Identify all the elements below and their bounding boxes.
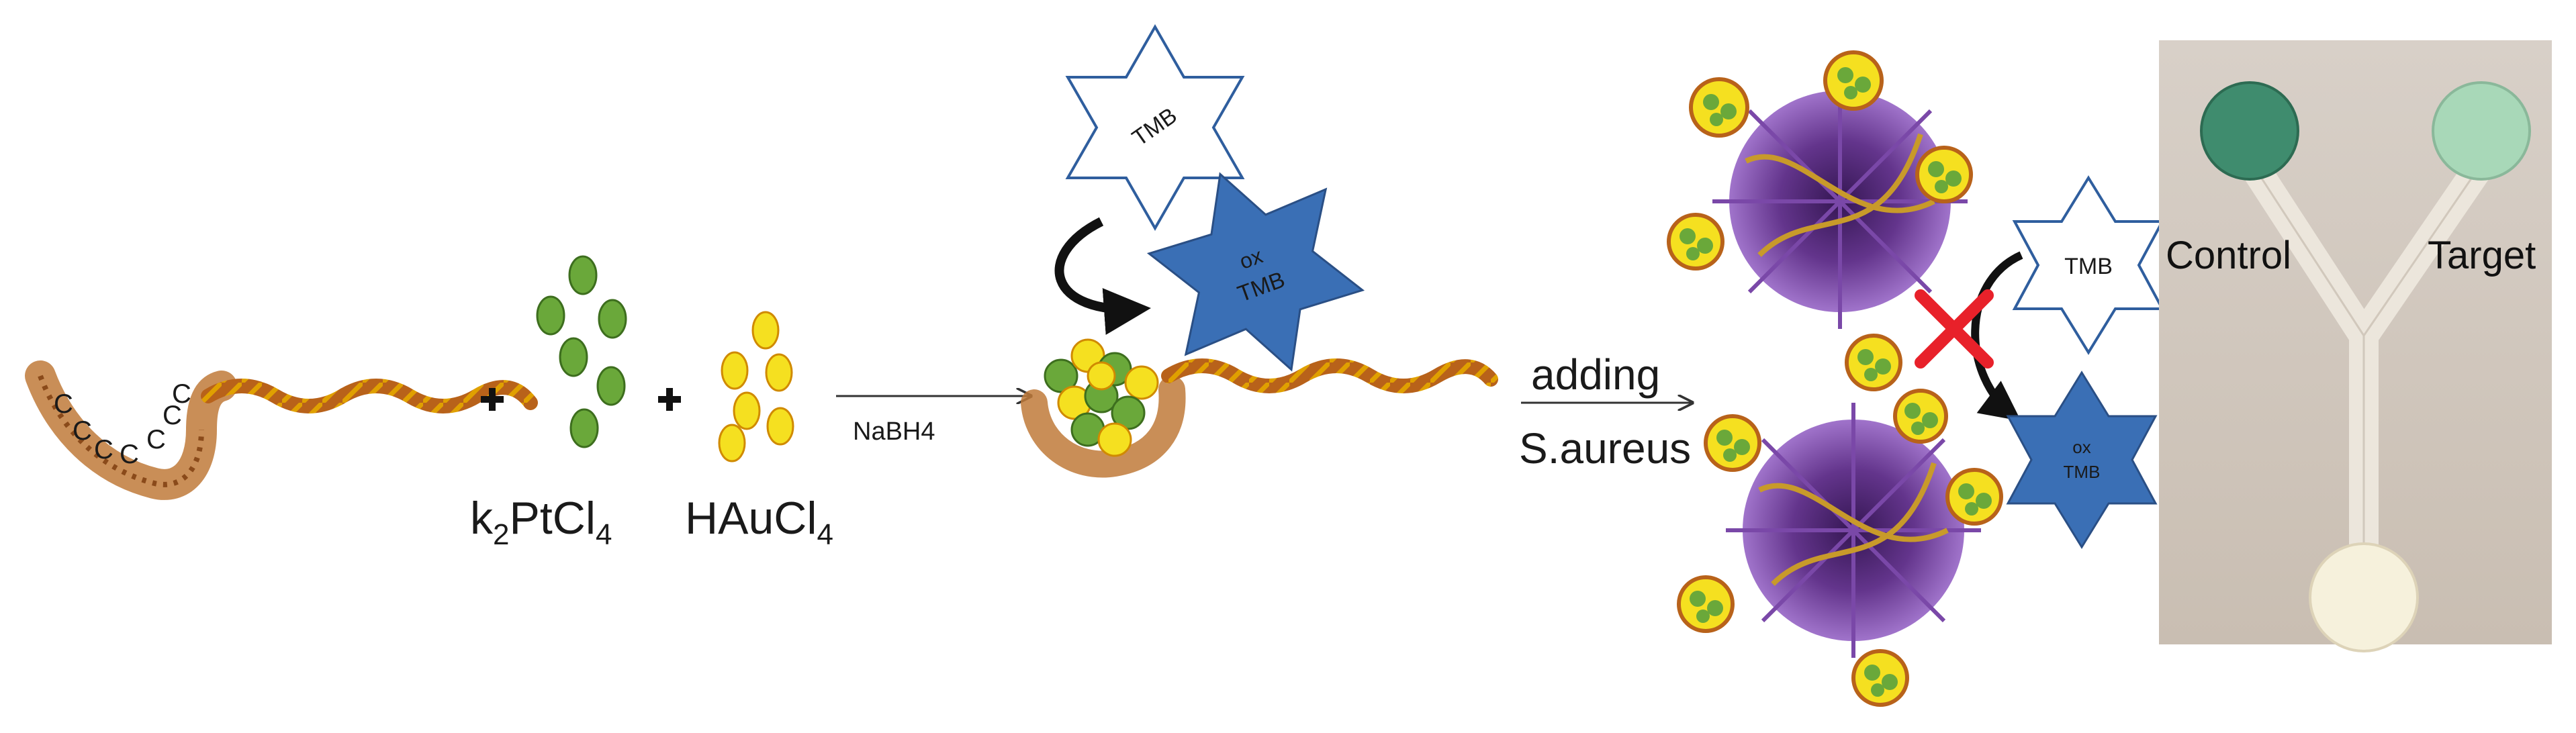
plus-icon (481, 388, 504, 411)
base-c-3: C (94, 435, 113, 465)
inhibition-cross-icon (1915, 289, 1994, 369)
saureus-label: S.aureus (1519, 424, 1691, 473)
tmb-label-right: TMB (2064, 254, 2113, 279)
oxtmb-right-tmb: TMB (2064, 462, 2101, 482)
sample-pad (2309, 542, 2419, 652)
base-c-2: C (73, 416, 92, 446)
reduction-label: NaBH4 (853, 418, 935, 446)
pt-precursor-particles (536, 255, 627, 448)
inhibited-arrow (1971, 251, 2023, 422)
control-spot (2200, 81, 2299, 181)
oxtmb-product-star: ox TMB (1146, 172, 1365, 372)
add-bacteria-arrow: adding S.aureus (1519, 350, 1692, 473)
base-c-4: C (120, 440, 139, 469)
base-c-6: C (163, 401, 182, 430)
pt-reagent-label: k2PtCl4 (470, 493, 612, 551)
tmb-substrate-star-right: TMB (2012, 175, 2165, 355)
plus-icon (658, 388, 681, 411)
target-label: Target (2428, 234, 2536, 277)
base-c-7: C (172, 379, 191, 409)
bacteria-top (1712, 74, 1968, 329)
bound-nanozymes (1667, 50, 2003, 707)
au-reagent-label: HAuCl4 (685, 493, 833, 551)
au-precursor-particles (718, 311, 794, 462)
bacteria-bottom (1726, 403, 1981, 658)
ptau-nanocluster (1044, 338, 1159, 457)
target-spot (2432, 81, 2531, 181)
base-c-5: C (146, 425, 166, 454)
dna-probe: C C C C C C C (25, 360, 538, 500)
oxtmb-right-ox: ox (2072, 437, 2090, 457)
adding-label: adding (1531, 350, 1660, 399)
control-label: Control (2166, 234, 2291, 277)
reduction-arrow: NaBH4 (836, 396, 1031, 446)
tmb-substrate-star: TMB (1065, 23, 1245, 232)
catalysis-arrow (1054, 217, 1151, 335)
oxtmb-product-star-right: ox TMB (2006, 371, 2158, 549)
paper-device-photo: Control Target (2159, 40, 2552, 652)
base-c-1: C (54, 389, 73, 419)
nanozyme-dna-probe (1021, 338, 1498, 478)
